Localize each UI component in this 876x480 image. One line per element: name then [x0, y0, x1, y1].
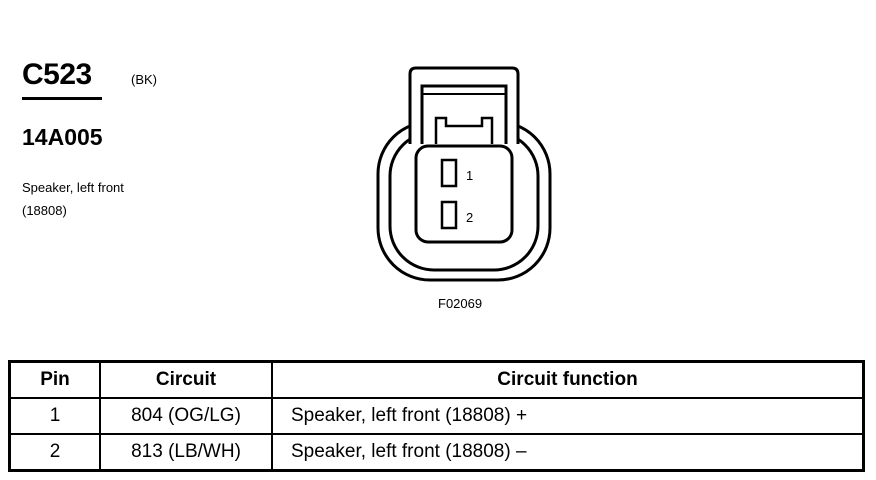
terminal-cavity-block — [414, 144, 514, 244]
figure-id: F02069 — [438, 296, 483, 311]
pin-2-label: 2 — [466, 210, 473, 225]
pin-column-header: Pin — [8, 360, 101, 399]
locking-tab-latch — [434, 116, 494, 144]
circuit-column-header: Circuit — [99, 360, 273, 399]
connector-description: Speaker, left front — [22, 180, 124, 195]
pin-cell: 1 — [8, 397, 101, 435]
circuit-function-cell: Speaker, left front (18808) + — [271, 397, 865, 435]
table-row: 1 804 (OG/LG) Speaker, left front (18808… — [8, 397, 865, 435]
circuit-function-column-header: Circuit function — [271, 360, 865, 399]
pin-table: Pin Circuit Circuit function 1 804 (OG/L… — [8, 360, 865, 472]
pin-1-cavity — [440, 158, 458, 188]
part-number: 14A005 — [22, 124, 103, 150]
circuit-cell: 813 (LB/WH) — [99, 433, 273, 472]
connector-id: C523 — [22, 58, 92, 91]
pin-1-label: 1 — [466, 168, 473, 183]
connector-description-code: (18808) — [22, 203, 67, 218]
locking-tab-outer — [408, 66, 520, 144]
circuit-cell: 804 (OG/LG) — [99, 397, 273, 435]
connector-id-underline — [22, 97, 102, 100]
circuit-function-cell: Speaker, left front (18808) – — [271, 433, 865, 472]
connector-face-diagram: 1 2 — [376, 66, 552, 282]
pin-cell: 2 — [8, 433, 101, 472]
table-row: 2 813 (LB/WH) Speaker, left front (18808… — [8, 433, 865, 472]
pin-table-header-row: Pin Circuit Circuit function — [8, 360, 865, 399]
pin-2-cavity — [440, 200, 458, 230]
connector-color: (BK) — [131, 72, 157, 87]
locking-tab-inner — [420, 84, 508, 144]
